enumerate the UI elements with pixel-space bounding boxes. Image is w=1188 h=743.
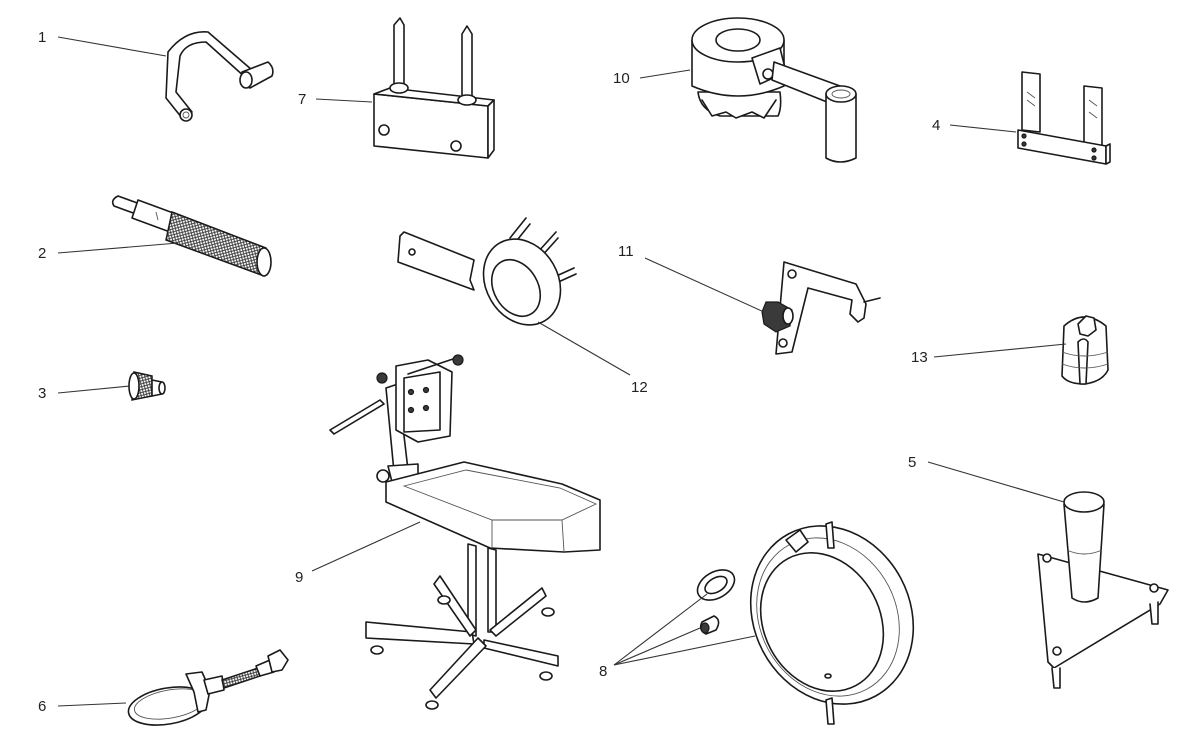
leader-12 bbox=[537, 321, 631, 376]
leader-1 bbox=[57, 36, 167, 57]
tool-9-work-stand bbox=[329, 354, 601, 710]
tool-11-bracket bbox=[761, 261, 881, 355]
callout-11: 11 bbox=[618, 243, 634, 260]
leader-4 bbox=[949, 124, 1017, 133]
tool-4-u-gauge bbox=[1017, 71, 1111, 165]
callout-10: 10 bbox=[613, 70, 630, 87]
callout-1: 1 bbox=[38, 29, 46, 46]
callout-3: 3 bbox=[38, 385, 46, 402]
tool-13-slotted-socket bbox=[1061, 315, 1109, 385]
tool-1-hook-wrench bbox=[165, 31, 274, 122]
callout-8: 8 bbox=[599, 663, 607, 680]
leader-9 bbox=[311, 521, 421, 572]
callout-9: 9 bbox=[295, 569, 303, 586]
callout-13: 13 bbox=[911, 349, 928, 366]
callout-4: 4 bbox=[932, 117, 940, 134]
leader-5 bbox=[927, 461, 1065, 503]
callout-6: 6 bbox=[38, 698, 46, 715]
tool-7-pin-plate bbox=[373, 17, 495, 159]
tool-10-crank-socket bbox=[691, 17, 857, 163]
callout-7: 7 bbox=[298, 91, 306, 108]
leader-11 bbox=[644, 257, 765, 313]
leader-8a bbox=[613, 593, 708, 666]
leader-8c bbox=[613, 635, 756, 666]
leader-8b bbox=[613, 627, 701, 666]
leader-2 bbox=[57, 242, 179, 254]
leader-7 bbox=[315, 98, 373, 103]
leader-6 bbox=[57, 702, 127, 707]
callout-2: 2 bbox=[38, 245, 46, 262]
callout-12: 12 bbox=[631, 379, 648, 396]
leader-13 bbox=[933, 343, 1067, 358]
tool-5-triangle-stand bbox=[1037, 491, 1169, 689]
tool-12-ring-spanner bbox=[397, 217, 577, 326]
callout-5: 5 bbox=[908, 454, 916, 471]
leader-10 bbox=[639, 69, 691, 79]
tool-3-knurled-bush bbox=[128, 371, 166, 401]
tool-2-knurled-driver bbox=[111, 195, 272, 277]
tool-8-ring-set bbox=[696, 521, 915, 725]
leader-3 bbox=[57, 385, 131, 394]
tool-6-strap-wrench bbox=[127, 649, 289, 726]
